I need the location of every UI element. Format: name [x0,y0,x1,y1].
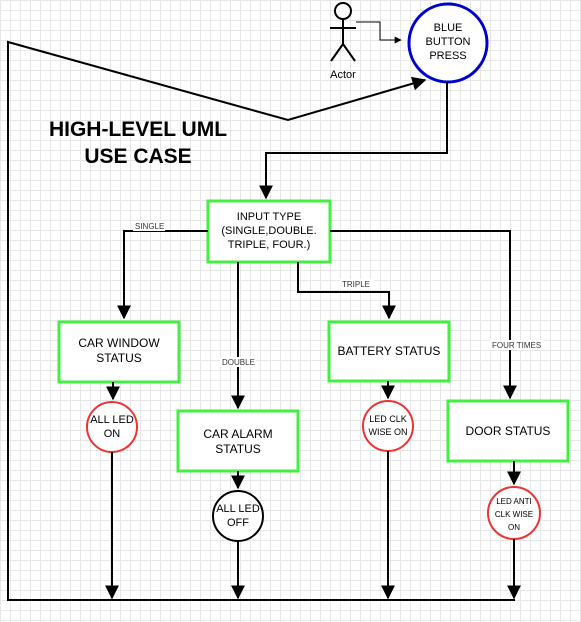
led-clk-label-2: WISE ON [368,427,407,437]
led-all-off-label-1: ALL LED [216,503,260,515]
node-blue-button-press[interactable]: BLUE BUTTON PRESS [407,2,489,84]
car-alarm-box [176,409,300,473]
edge-label-single: SINGLE [135,222,164,231]
node-led-clk-wise-on[interactable]: LED CLK WISE ON [362,400,414,452]
door-label-1: DOOR STATUS [466,424,551,438]
led-clk-label-1: LED CLK [369,414,407,424]
led-all-off-label-2: OFF [227,517,249,529]
input-type-label-2: (SINGLE,DOUBLE. [221,225,316,237]
node-car-alarm-status[interactable]: CAR ALARM STATUS [176,409,300,473]
node-input-type[interactable]: INPUT TYPE (SINGLE,DOUBLE. TRIPLE, FOUR.… [206,199,332,264]
edge-label-double: DOUBLE [222,358,255,367]
node-led-anti-clk-wise-on[interactable]: LED ANTI CLK WISE ON [487,486,541,540]
edge-feedback-loop [7,40,515,601]
blue-button-label-1: BLUE [434,22,463,34]
led-anti-label-2: CLK WISE [495,510,533,519]
car-window-label-1: CAR WINDOW [78,336,160,350]
led-all-on-label-1: ALL LED [90,414,134,426]
led-all-on-label-2: ON [104,428,121,440]
actor-figure [330,2,356,62]
edge-button-to-input [259,82,448,200]
node-battery-status[interactable]: BATTERY STATUS [327,320,451,383]
car-alarm-label-2: STATUS [215,442,261,456]
input-type-label-3: TRIPLE, FOUR.) [228,239,311,251]
led-clk-circle [362,400,414,452]
diagram-title-line-2: USE CASE [84,145,191,168]
diagram-title-line-1: HIGH-LEVEL UML [49,118,227,141]
led-anti-label-3: ON [508,523,520,532]
edge-label-four-times: FOUR TIMES [492,341,541,350]
actor-label: Actor [330,69,356,81]
node-door-status[interactable]: DOOR STATUS [446,399,570,463]
edge-triple [297,262,396,320]
led-anti-label-1: LED ANTI [496,497,532,506]
battery-label-1: BATTERY STATUS [338,344,441,358]
input-type-label-1: INPUT TYPE [237,211,301,223]
edge-single [117,230,208,320]
node-car-window-status[interactable]: CAR WINDOW STATUS [57,320,181,384]
car-window-box [57,320,181,384]
blue-button-label-3: PRESS [429,50,466,62]
car-alarm-label-1: CAR ALARM [203,427,272,441]
blue-button-label-2: BUTTON [425,36,470,48]
node-led-all-off[interactable]: ALL LED OFF [212,490,264,542]
edge-label-triple: TRIPLE [342,280,370,289]
car-window-label-2: STATUS [96,351,142,365]
node-led-all-on[interactable]: ALL LED ON [86,401,138,453]
led-all-on-circle [86,401,138,453]
edge-actor-to-button [356,21,402,44]
door-box [446,399,570,463]
led-all-off-circle [212,490,264,542]
